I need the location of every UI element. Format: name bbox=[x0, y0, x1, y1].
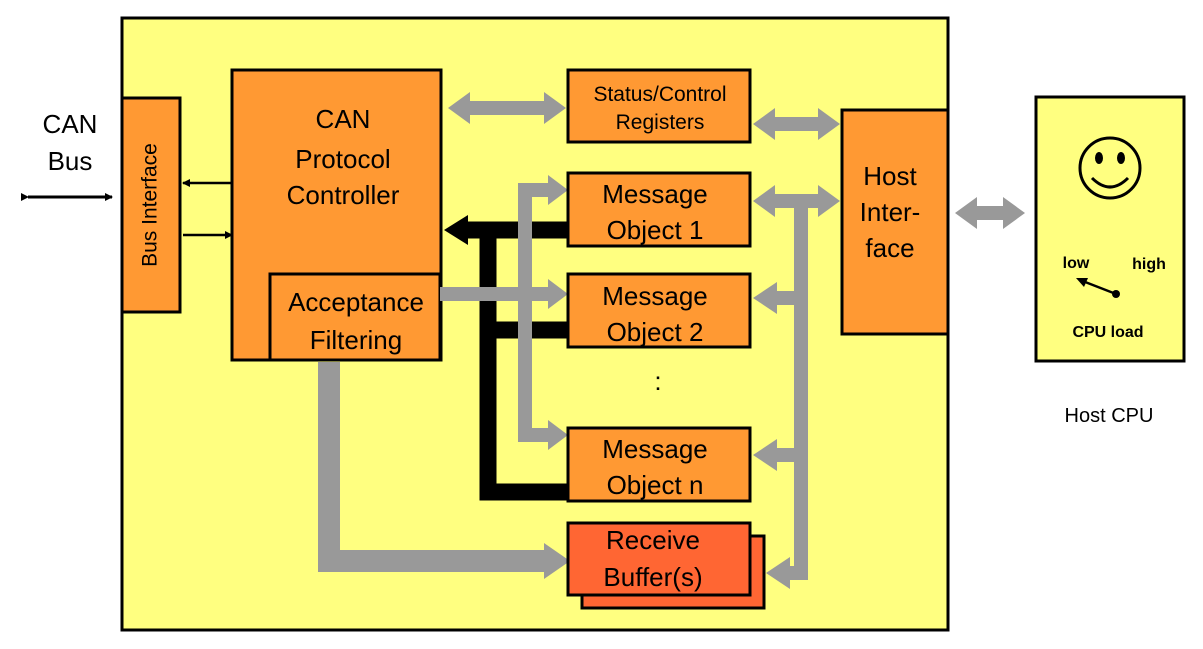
message-object-ellipsis: : bbox=[654, 366, 661, 396]
host-interface-block bbox=[840, 108, 950, 336]
host-side-distribution-bus bbox=[753, 185, 840, 589]
host-interface-line3: face bbox=[865, 233, 914, 263]
acceptance-filtering-line1: Acceptance bbox=[288, 287, 424, 317]
can-bus-label-line2: Bus bbox=[48, 146, 93, 176]
message-object-2-block bbox=[566, 272, 752, 349]
smiley-face-icon bbox=[1078, 136, 1142, 200]
host-cpu-caption: Host CPU bbox=[1065, 405, 1154, 427]
status-control-line1: Status/Control bbox=[593, 83, 726, 106]
host-interface-line1: Host bbox=[863, 161, 917, 191]
status-control-registers-block bbox=[566, 68, 752, 144]
acceptance-filtering-line2: Filtering bbox=[310, 325, 402, 355]
cpu-load-needle-icon bbox=[1076, 278, 1120, 298]
message-object-2-line2: Object 2 bbox=[607, 317, 704, 347]
bus-interface-label: Bus Interface bbox=[139, 143, 162, 267]
host-interface-cpu-link bbox=[955, 197, 1025, 229]
message-object-n-block bbox=[566, 426, 752, 503]
cpu-load-label: CPU load bbox=[1072, 324, 1143, 341]
protocol-controller-line1: CAN bbox=[316, 104, 371, 134]
message-object-2-line1: Message bbox=[602, 281, 708, 311]
acceptance-filtering-block bbox=[268, 272, 442, 362]
controller-status-link bbox=[448, 92, 566, 124]
host-interface-line2: Inter- bbox=[860, 197, 921, 227]
status-control-line2: Registers bbox=[616, 111, 705, 134]
message-object-1-block bbox=[566, 171, 752, 248]
protocol-controller-line3: Controller bbox=[287, 180, 400, 210]
status-host-link bbox=[753, 108, 840, 140]
can-bus-label-line1: CAN bbox=[43, 109, 98, 139]
message-object-n-line2: Object n bbox=[607, 470, 704, 500]
message-object-n-line1: Message bbox=[602, 434, 708, 464]
acceptance-to-receive-buffer-path bbox=[318, 362, 570, 579]
receive-buffer-block bbox=[566, 521, 752, 597]
protocol-controller-line2: Protocol bbox=[295, 144, 390, 174]
bus-interface-block bbox=[120, 96, 182, 314]
cpu-gauge-high-label: high bbox=[1132, 256, 1166, 273]
acceptance-filter-distribution-bus bbox=[440, 175, 568, 450]
receive-buffer-line2: Buffer(s) bbox=[603, 562, 702, 592]
message-object-1-line2: Object 1 bbox=[607, 215, 704, 245]
cpu-gauge-low-label: low bbox=[1063, 255, 1090, 272]
receive-buffer-line1: Receive bbox=[606, 525, 700, 555]
message-object-1-line1: Message bbox=[602, 179, 708, 209]
